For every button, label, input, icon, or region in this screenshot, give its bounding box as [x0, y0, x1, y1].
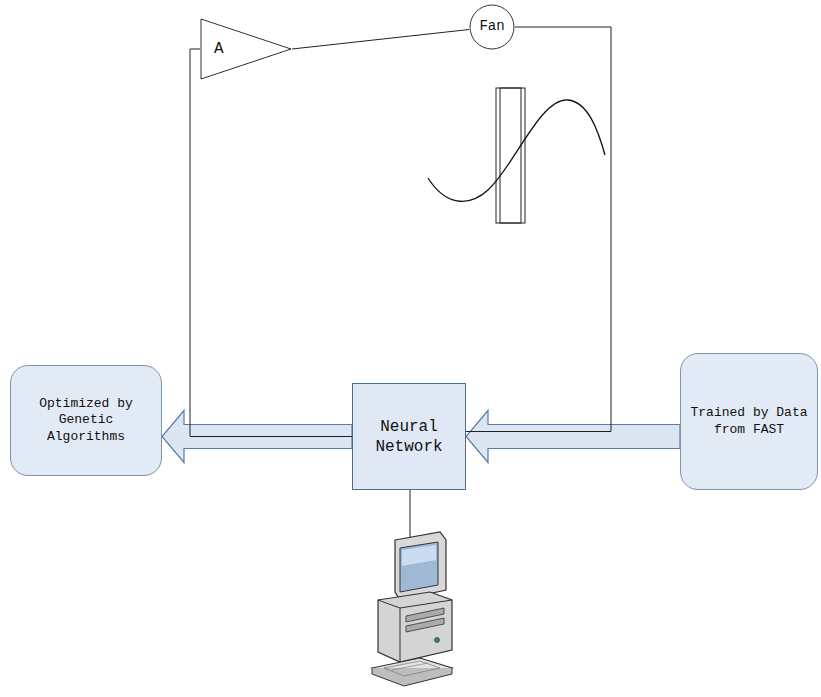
- tower-edge: [400, 608, 401, 662]
- drive-bay: [406, 618, 444, 632]
- keyboard-keys: [392, 663, 428, 670]
- training-box: Trained by Data from FAST: [680, 353, 818, 490]
- amplifier-outline: [200, 18, 292, 80]
- keyboard-keys: [384, 661, 440, 676]
- computer-wire: [410, 490, 411, 540]
- node-label: Fan: [479, 18, 504, 36]
- fan-blade: [496, 88, 525, 223]
- optimizer-box: Optimized by Genetic Algorithms: [10, 365, 162, 476]
- fan-circle: Fan: [469, 4, 515, 50]
- process-box: Neural Network: [352, 383, 466, 490]
- signal-wire: [466, 27, 611, 432]
- circle-path: [470, 5, 514, 49]
- node-label: Optimized by Genetic Algorithms: [19, 396, 153, 445]
- fan-blade-inner: [500, 88, 521, 223]
- computer-icon: [372, 532, 452, 686]
- screen-glare: [402, 545, 436, 566]
- monitor-screen: [400, 542, 438, 592]
- power-led: [435, 638, 440, 643]
- triangle-path: [201, 19, 291, 79]
- node-label: Trained by Data from FAST: [689, 405, 809, 438]
- tower-case: [378, 592, 452, 662]
- sine-wave: [428, 100, 605, 201]
- keyboard-edge: [372, 668, 452, 686]
- monitor-case: [395, 532, 446, 600]
- block-arrow: [466, 411, 680, 463]
- node-label: Neural Network: [361, 417, 457, 457]
- node-label: A: [214, 39, 224, 59]
- tower-edge: [378, 600, 452, 608]
- signal-wire: [292, 30, 469, 49]
- amplifier-triangle: A: [200, 18, 292, 80]
- signal-wire: [190, 49, 352, 437]
